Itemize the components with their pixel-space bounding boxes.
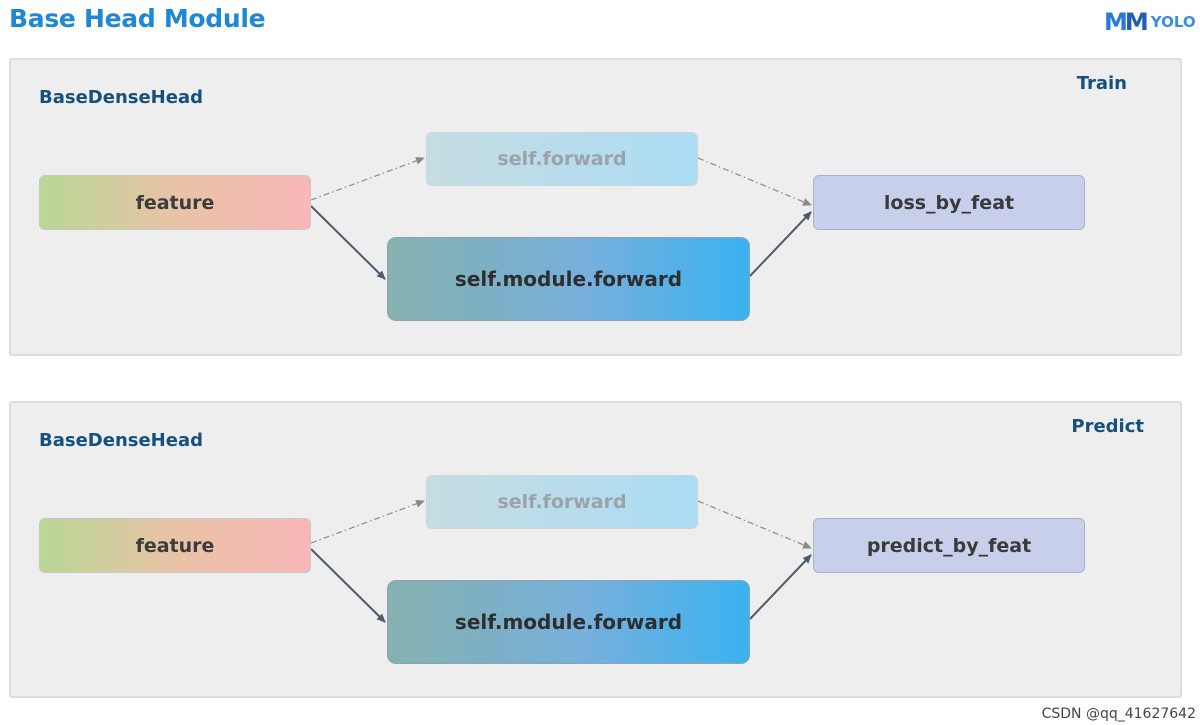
train-edges bbox=[310, 157, 812, 280]
predict-edges bbox=[310, 500, 812, 623]
module-forward-node: self.module.forward bbox=[387, 237, 750, 321]
train-panel: BaseDenseHead Train feature self.forward… bbox=[9, 58, 1182, 356]
logo-m-left: M bbox=[1104, 8, 1128, 36]
edge-module-forward-to-output bbox=[749, 211, 812, 277]
mmyolo-logo: M M YOLO bbox=[1104, 8, 1196, 36]
watermark: CSDN @qq_41627642 bbox=[1041, 706, 1196, 722]
panel-mode-tag: Predict bbox=[1071, 416, 1144, 437]
panel-heading: BaseDenseHead bbox=[39, 87, 203, 108]
edge-self-forward-to-output bbox=[697, 500, 812, 549]
self-forward-node-label: self.forward bbox=[497, 491, 627, 513]
output-node: loss_by_feat bbox=[813, 175, 1085, 230]
output-node-label: predict_by_feat bbox=[866, 534, 1032, 557]
edge-self-forward-to-output bbox=[697, 157, 812, 206]
module-forward-node-label: self.module.forward bbox=[454, 610, 683, 634]
feature-node-label: feature bbox=[135, 191, 215, 214]
panel-mode-tag: Train bbox=[1076, 73, 1127, 94]
feature-node-label: feature bbox=[135, 534, 215, 557]
logo-mm-mark: M M bbox=[1104, 8, 1149, 36]
self-forward-node: self.forward bbox=[426, 475, 698, 529]
logo-m-right: M bbox=[1124, 8, 1149, 36]
panel-heading: BaseDenseHead bbox=[39, 430, 203, 451]
module-forward-node-label: self.module.forward bbox=[454, 267, 683, 291]
output-node: predict_by_feat bbox=[813, 518, 1085, 573]
output-node-label: loss_by_feat bbox=[883, 191, 1015, 214]
edge-module-forward-to-output bbox=[749, 554, 812, 620]
feature-node: feature bbox=[39, 518, 311, 573]
self-forward-node-label: self.forward bbox=[497, 148, 627, 170]
module-forward-node: self.module.forward bbox=[387, 580, 750, 664]
edge-feature-to-self-forward bbox=[310, 500, 425, 544]
self-forward-node: self.forward bbox=[426, 132, 698, 186]
logo-text: YOLO bbox=[1150, 13, 1196, 31]
predict-panel: BaseDenseHead Predict feature self.forwa… bbox=[9, 401, 1182, 698]
edge-feature-to-module-forward bbox=[310, 205, 386, 280]
page-title: Base Head Module bbox=[9, 4, 266, 33]
feature-node: feature bbox=[39, 175, 311, 230]
edge-feature-to-module-forward bbox=[310, 548, 386, 623]
edge-feature-to-self-forward bbox=[310, 157, 425, 201]
